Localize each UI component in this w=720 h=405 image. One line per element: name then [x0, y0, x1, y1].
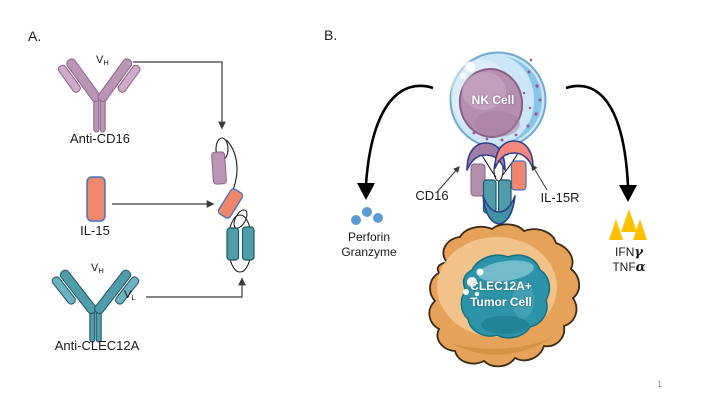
tumor-sparkle [463, 268, 484, 297]
vl-to-construct-arrow [146, 277, 246, 298]
trike-construct-icon [211, 137, 255, 273]
il15-molecule-icon [86, 176, 106, 222]
anti-clec12a-name-label: Anti-CLEC12A [54, 338, 140, 353]
il15r-pointer-arrow [531, 163, 548, 191]
cytokine-triangles-icon [609, 209, 647, 240]
assembly-arrows [112, 61, 246, 298]
cd16-receptor-icon [466, 142, 506, 171]
receptor-bridge [466, 140, 534, 225]
nk-highlight [465, 62, 475, 72]
perforin-granzyme-label: Perforin Granzyme [341, 230, 397, 259]
vh-to-construct-arrow [133, 61, 226, 130]
page-number: 1 [657, 379, 663, 389]
cd16-receptor-label: CD16 [415, 188, 449, 203]
curved-arrow-right [565, 84, 637, 202]
anti-cd16-antibody-icon [57, 58, 141, 133]
receptor-pointer-arrows [437, 163, 548, 192]
linker-curve-right [226, 139, 238, 191]
construct-clec12a-vh [226, 227, 240, 261]
nk-cell-label: NK Cell [471, 93, 515, 107]
tumor-cell-icon [428, 223, 581, 368]
clec12a-receptor-icon [482, 195, 516, 225]
construct-cd16-domain [211, 151, 227, 185]
tumor-cell-label: CLEC12A+ Tumor Cell [470, 279, 532, 309]
bridge-il15-domain [510, 160, 527, 191]
panel-a-label: A. [28, 28, 42, 44]
construct-il15-domain [217, 188, 244, 219]
cytokine-label: IFNγ TNFα [612, 245, 646, 275]
construct-clec12a-vl [241, 226, 255, 261]
anti-cd16-name-label: Anti-CD16 [70, 131, 130, 146]
anti-cd16-vh-label: VH [96, 54, 109, 67]
perforin-granzyme-dots-icon [351, 207, 383, 225]
panel-b-label: B. [324, 27, 338, 43]
anti-clec12a-antibody-icon [51, 269, 140, 343]
curved-arrow-left [357, 84, 434, 200]
anti-clec12a-vl-label: VL [124, 289, 136, 302]
il15r-receptor-label: IL-15R [540, 190, 580, 205]
nk-granule-dots [472, 58, 542, 142]
anti-clec12a-vh-label: VH [91, 262, 104, 275]
nk-cell-icon [449, 51, 547, 149]
cd16-pointer-arrow [437, 166, 460, 192]
il15-name-label: IL-15 [80, 223, 110, 238]
